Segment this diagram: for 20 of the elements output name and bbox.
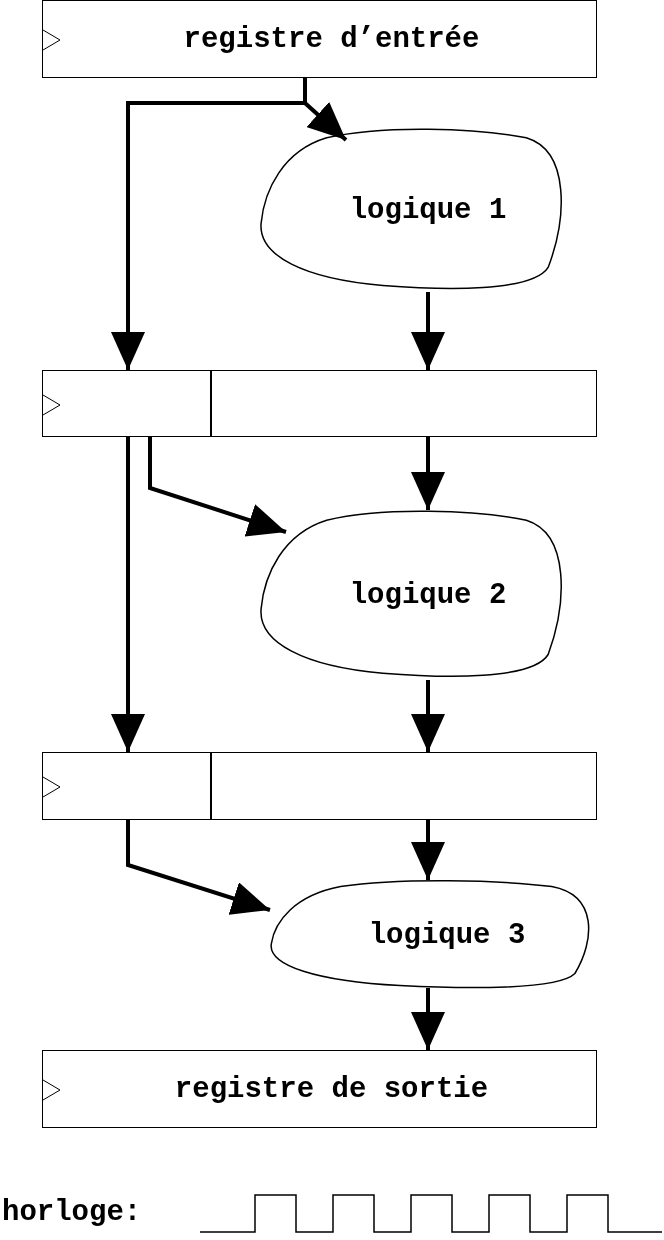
clock-label: horloge: — [2, 1196, 142, 1229]
register-cell — [42, 752, 211, 820]
register-box — [42, 0, 597, 78]
node-label: registre d’entrée — [183, 22, 480, 56]
register-cell — [211, 752, 597, 820]
register-box — [42, 1050, 597, 1128]
arrow — [411, 680, 445, 752]
node-label: logique 3 — [368, 918, 526, 952]
register-cell — [42, 370, 211, 437]
arrow — [148, 437, 287, 537]
node-label: logique 2 — [349, 578, 507, 612]
register-cell — [211, 370, 597, 437]
arrow — [126, 820, 271, 915]
node-label: registre de sortie — [174, 1072, 489, 1106]
arrow — [411, 820, 445, 880]
arrow — [411, 437, 445, 510]
node-label: logique 1 — [349, 193, 507, 227]
arrow — [111, 437, 145, 752]
arrow — [411, 988, 445, 1050]
arrow — [411, 292, 445, 370]
